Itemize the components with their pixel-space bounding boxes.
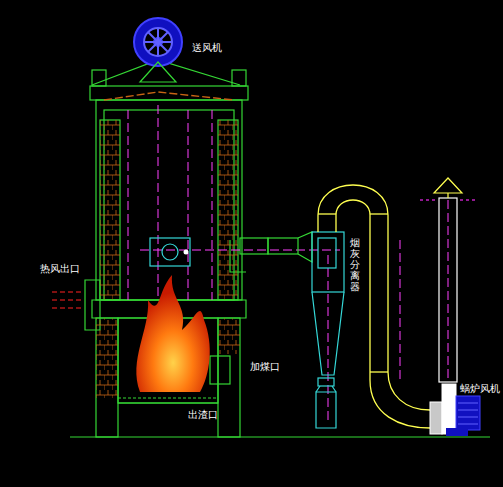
part-label: 送风机	[192, 42, 222, 54]
part-label: 加煤口	[250, 361, 280, 373]
part-label: 蜗炉风机	[460, 383, 500, 395]
part-label: 出渣口	[188, 409, 218, 421]
part-label: 热风出口	[40, 263, 80, 275]
part-label: 烟灰分离器	[350, 237, 360, 292]
